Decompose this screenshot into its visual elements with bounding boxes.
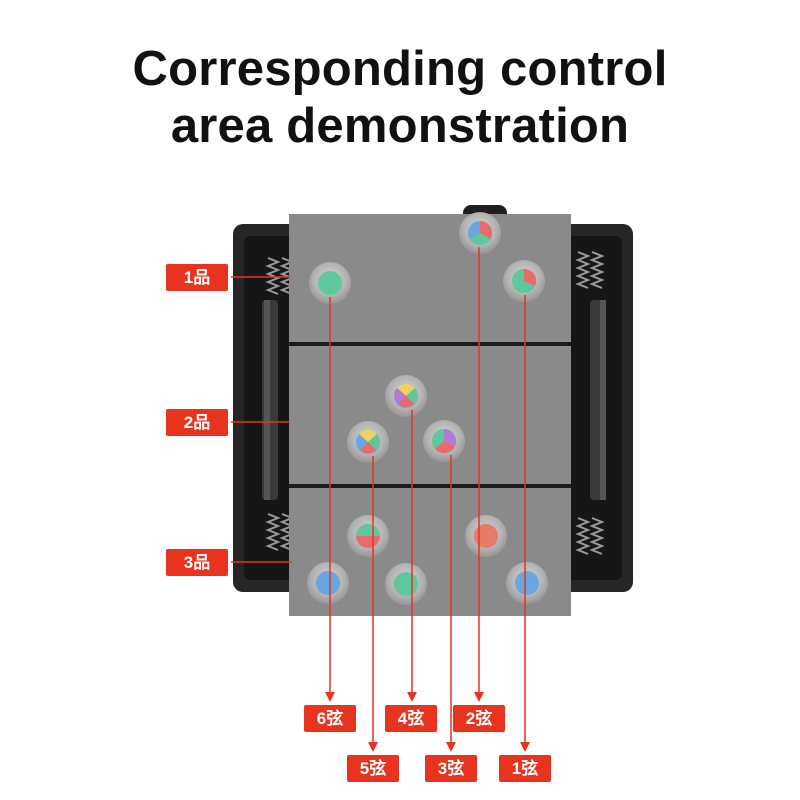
spring-bottom-right xyxy=(575,517,605,555)
string-tag-1: 1弦 xyxy=(499,755,551,782)
string-tag-3: 3弦 xyxy=(425,755,477,782)
string-tag-4: 4弦 xyxy=(385,705,437,732)
spring-top-left xyxy=(265,257,295,295)
button-zone1-top[interactable] xyxy=(459,212,501,254)
button-zone3-upper-left[interactable] xyxy=(347,515,389,557)
button-zone3-middle[interactable] xyxy=(385,563,427,605)
button-zone2-left[interactable] xyxy=(347,421,389,463)
zone-tag-2: 2品 xyxy=(166,409,228,436)
control-plate xyxy=(289,214,571,616)
button-zone3-left[interactable] xyxy=(307,562,349,604)
button-zone3-upper-right[interactable] xyxy=(465,515,507,557)
zone-tag-1: 1品 xyxy=(166,264,228,291)
string-tag-2: 2弦 xyxy=(453,705,505,732)
title-line-2: area demonstration xyxy=(170,99,630,153)
string-leader-lines xyxy=(329,247,526,748)
spring-top-right xyxy=(575,251,605,289)
zone-leader-lines xyxy=(231,276,292,563)
button-zone1-right[interactable] xyxy=(503,260,545,302)
button-zone2-top[interactable] xyxy=(385,375,427,417)
spring-bottom-left xyxy=(265,513,295,551)
arrowheads xyxy=(325,692,530,752)
button-zone3-right[interactable] xyxy=(506,562,548,604)
button-zone2-right[interactable] xyxy=(423,420,465,462)
button-zone1-left[interactable] xyxy=(309,262,351,304)
string-tag-5: 5弦 xyxy=(347,755,399,782)
zone-tag-3: 3品 xyxy=(166,549,228,576)
title-line-1: Corresponding control xyxy=(132,42,668,96)
string-tag-6: 6弦 xyxy=(304,705,356,732)
